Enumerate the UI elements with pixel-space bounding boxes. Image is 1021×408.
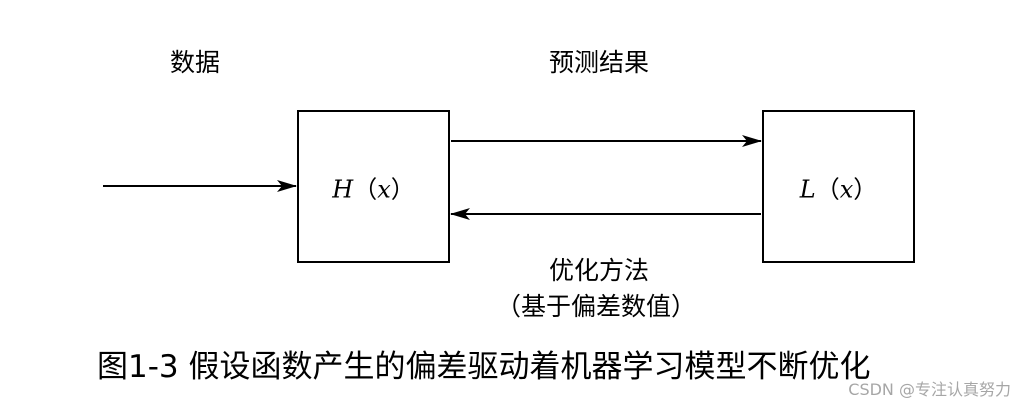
hypothesis-function: H（x） [332,175,415,203]
hypothesis-box: H（x） [297,110,450,263]
optimization-method-label: 优化方法 [549,256,650,285]
optimization-basis-label: （基于偏差数值） [496,292,697,321]
input-label: 数据 [170,48,221,77]
loss-function: L（x） [799,175,878,203]
watermark: CSDN @专注认真努力 [848,380,1011,399]
loss-box: L（x） [762,110,915,263]
figure-caption: 图1-3 假设函数产生的偏差驱动着机器学习模型不断优化 [97,349,871,385]
prediction-label: 预测结果 [549,48,650,77]
